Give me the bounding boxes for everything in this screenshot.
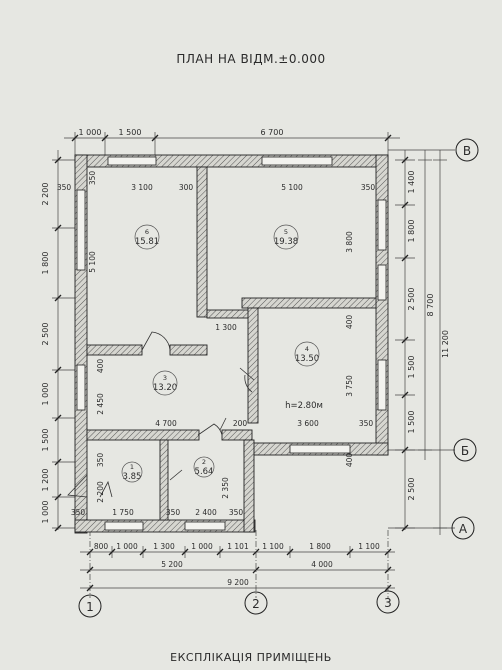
room-6-area: 15.81 (135, 237, 159, 247)
room-1-number: 1 (130, 463, 134, 471)
dim-top-row-0: 350 (57, 183, 72, 192)
dim-b2-1: 4 000 (311, 560, 333, 569)
dim-v-0: 350 (88, 171, 97, 186)
dim-top-row-4: 350 (361, 183, 376, 192)
dim-b3-0: 9 200 (227, 578, 249, 587)
dim-b2-0: 5 200 (161, 560, 183, 569)
dim-b1-5: 1 100 (262, 542, 284, 551)
dim-bottom-row-4: 350 (229, 508, 244, 517)
axis-a-label: А (459, 522, 468, 536)
dim-top-row-1: 3 100 (131, 183, 153, 192)
room-2-area: 5.64 (195, 467, 214, 477)
dim-right-2: 2 500 (407, 288, 416, 311)
ceiling-height: h=2.80м (285, 401, 323, 411)
room-4-area: 13.50 (295, 354, 319, 364)
dim-b1-2: 1 300 (153, 542, 175, 551)
dim-v-4: 400 (96, 359, 105, 374)
dim-bottom-row-0: 350 (71, 508, 86, 517)
dim-bottom-row-3: 2 400 (195, 508, 217, 517)
room-4-number: 4 (305, 345, 309, 353)
dim-right-4: 1 500 (407, 411, 416, 434)
room-3-area: 13.20 (153, 383, 177, 393)
right-dimensions: 1 400 1 800 2 500 1 500 1 500 2 500 8 70… (407, 171, 450, 501)
dim-mid-row-1: 200 (233, 419, 248, 428)
dim-b1-6: 1 800 (309, 542, 331, 551)
dim-mid-row-3: 350 (359, 419, 374, 428)
axis-v-label: В (463, 144, 471, 158)
room-5-area: 19.38 (274, 237, 298, 247)
dim-v-9: 2 350 (221, 477, 230, 499)
left-dimensions: 2 200 1 800 2 500 1 000 1 500 1 200 1 00… (41, 183, 50, 524)
dim-top-row-2: 300 (179, 183, 194, 192)
room-3-number: 3 (163, 374, 167, 382)
dim-v-10: 400 (345, 453, 354, 468)
dim-left-5: 1 200 (41, 469, 50, 492)
dim-right-3: 1 500 (407, 356, 416, 379)
dim-bottom-row-1: 1 750 (112, 508, 134, 517)
dim-v-5: 2 450 (96, 393, 105, 415)
dim-corridor: 1 300 (215, 323, 237, 332)
dim-v-1: 5 100 (88, 251, 97, 273)
dim-right-0: 1 400 (407, 171, 416, 194)
bottom-dimensions: 800 1 000 1 300 1 000 1 101 1 100 1 800 … (94, 542, 380, 587)
top-dimensions: 1 000 1 500 6 700 (79, 128, 284, 137)
dim-bottom-row-2: 350 (166, 508, 181, 517)
axis-2-label: 2 (252, 597, 260, 611)
dim-v-3: 400 (345, 315, 354, 330)
room-6-number: 6 (145, 228, 149, 236)
dim-left-1: 1 800 (41, 252, 50, 275)
dim-b1-0: 800 (94, 542, 109, 551)
dim-top-0: 1 000 (79, 128, 102, 137)
plan-title: ПЛАН НА ВІДМ.±0.000 (176, 52, 326, 66)
axis-1-label: 1 (86, 600, 94, 614)
room-labels: 6 15.81 5 19.38 4 13.50 3 13.20 1 3.85 2… (123, 228, 323, 482)
dim-mid-row-2: 3 600 (297, 419, 319, 428)
dim-top-1: 1 500 (119, 128, 142, 137)
interior-vertical-dimensions: 350 5 100 3 800 400 400 2 450 3 750 350 … (88, 171, 354, 503)
windows (76, 156, 387, 531)
axis-b-label: Б (461, 444, 469, 458)
dim-b1-1: 1 000 (116, 542, 138, 551)
dim-left-0: 2 200 (41, 183, 50, 206)
interior-dimensions: 350 3 100 300 5 100 350 1 300 4 700 200 … (57, 183, 376, 517)
dim-left-2: 2 500 (41, 323, 50, 346)
dimension-ticks (54, 134, 409, 592)
dim-right-1: 1 800 (407, 220, 416, 243)
dim-mid-row-0: 4 700 (155, 419, 177, 428)
dim-b1-3: 1 000 (191, 542, 213, 551)
dim-top-row-3: 5 100 (281, 183, 303, 192)
dim-b1-7: 1 100 (358, 542, 380, 551)
dim-v-2: 3 800 (345, 231, 354, 253)
dim-v-6: 3 750 (345, 375, 354, 397)
room-1-area: 3.85 (123, 472, 142, 482)
dim-left-4: 1 500 (41, 429, 50, 452)
room-2-number: 2 (202, 458, 206, 466)
room-5-number: 5 (284, 228, 288, 236)
dim-right-outer: 11 200 (441, 330, 450, 358)
dim-v-8: 2 200 (96, 481, 105, 503)
explication-title: ЕКСПЛІКАЦІЯ ПРИМІЩЕНЬ (170, 651, 332, 664)
doors (67, 331, 255, 498)
room-circles (121, 224, 320, 483)
dim-right-5: 2 500 (407, 478, 416, 501)
axis-bubbles: 1 2 3 В Б А (78, 138, 479, 618)
dim-b1-4: 1 101 (227, 542, 249, 551)
dim-top-2: 6 700 (261, 128, 284, 137)
axis-3-label: 3 (384, 596, 392, 610)
dim-left-3: 1 000 (41, 383, 50, 406)
dim-right-mid: 8 700 (426, 294, 435, 317)
dim-left-6: 1 000 (41, 501, 50, 524)
dim-v-7: 350 (96, 453, 105, 468)
